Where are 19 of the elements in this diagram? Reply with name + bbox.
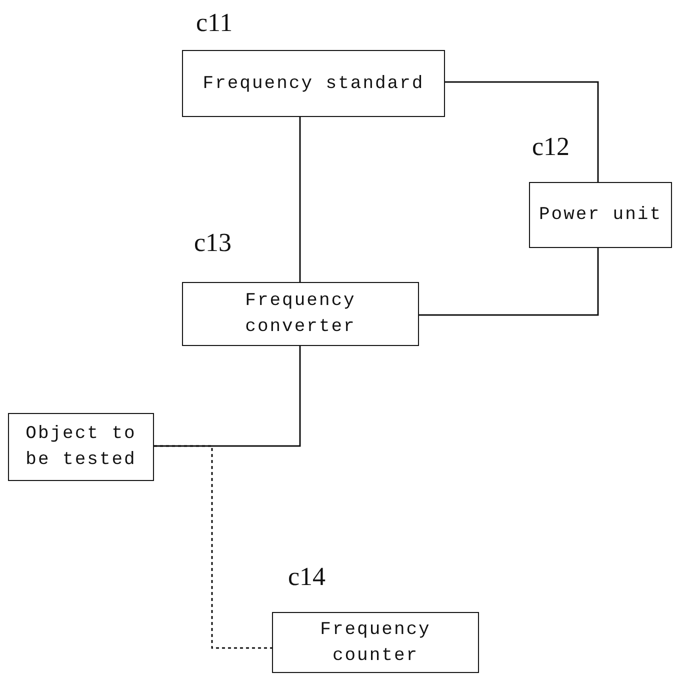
callout-number: c12 (532, 132, 570, 162)
block-label: Power unit (538, 204, 662, 227)
connector-line (299, 117, 301, 282)
block-box (182, 282, 419, 346)
block-label: Object to be tested (24, 423, 138, 472)
connector-line (419, 248, 599, 316)
connector-line (154, 346, 301, 447)
block-label: Frequency converter (244, 290, 357, 339)
connector-line (445, 81, 599, 182)
dashed-connector (154, 445, 272, 649)
callout-number: c13 (194, 228, 232, 258)
block-label: Frequency counter (319, 618, 432, 668)
block-box (8, 413, 154, 481)
block-box (272, 612, 479, 673)
callout-number: c11 (196, 8, 233, 38)
callout-number: c14 (288, 562, 326, 592)
block-box (529, 182, 672, 248)
block-box (182, 50, 445, 117)
block-label: Frequency standard (202, 72, 424, 96)
